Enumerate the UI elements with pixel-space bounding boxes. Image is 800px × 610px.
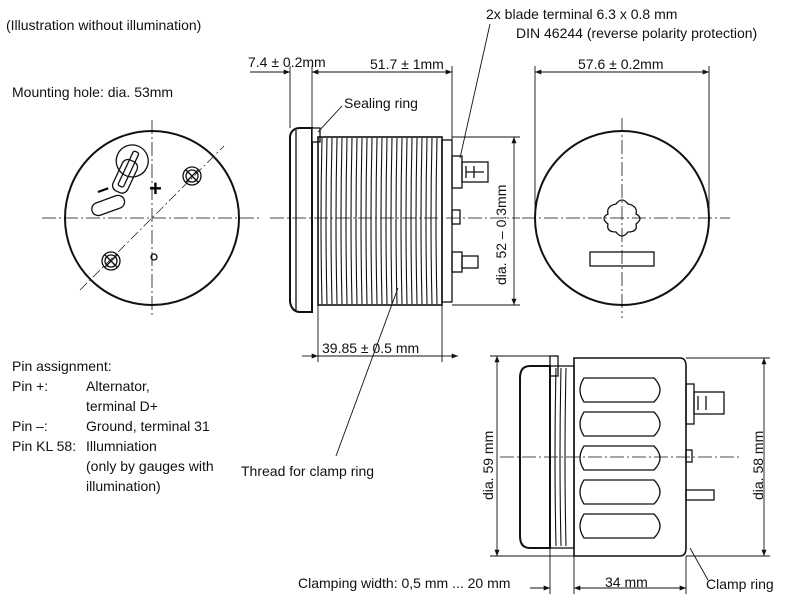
clamp-stub	[685, 449, 693, 463]
dim-clamping-width: Clamping width: 0,5 mm ... 20 mm	[298, 575, 511, 591]
pin-row: Pin –:Ground, terminal 31	[12, 418, 210, 434]
clamp-blade-lower	[685, 489, 715, 501]
thread-leader	[335, 287, 399, 457]
pin-row: Pin +:Alternator,	[12, 378, 150, 394]
blade-terminal-lower	[451, 251, 479, 273]
dim-ring-dia-58: dia. 58 mm	[750, 430, 766, 500]
clamp-fin-5	[579, 513, 661, 539]
mounting-hole-note: Mounting hole: dia. 53mm	[12, 84, 174, 100]
illustration-note: (Illustration without illumination)	[6, 17, 202, 33]
pin-assignment: Pin assignment: Pin +:Alternator, termin…	[12, 356, 214, 496]
pin-row: illumination)	[86, 478, 161, 494]
pin-row: (only by gauges with	[86, 458, 214, 474]
clamp-ring-body	[573, 357, 687, 557]
display-window	[589, 251, 655, 267]
thread-grooves	[320, 137, 438, 305]
dim-front-diameter: 57.6 ± 0.2mm	[578, 56, 664, 72]
dim-body-diameter: dia. 52 – 0.3mm	[493, 184, 509, 285]
front-flange	[289, 127, 313, 313]
pin-assignment-heading: Pin assignment:	[12, 358, 112, 374]
dim-flange-depth: 7.4 ± 0.2mm	[248, 54, 326, 70]
clamp-ring-leader	[689, 547, 709, 581]
minus-mark: –	[93, 175, 113, 203]
terminal-note-line1: 2x blade terminal 6.3 x 0.8 mm	[486, 6, 678, 22]
plus-mark: +	[149, 176, 162, 201]
front-view	[522, 118, 730, 318]
dim-ring-dia-59: dia. 59 mm	[480, 430, 496, 500]
dim-thread-length: 39.85 ± 0.5 mm	[322, 340, 420, 356]
key-terminal	[111, 144, 149, 194]
terminal-stub	[451, 209, 461, 225]
label-sealing-ring: Sealing ring	[344, 95, 418, 111]
label-clamp-ring: Clamp ring	[706, 576, 774, 592]
cross-shaft	[603, 199, 641, 237]
clamp-front-flange	[519, 365, 551, 549]
clamp-blade-upper	[693, 391, 725, 415]
rear-view	[42, 120, 262, 316]
dim-body-length: 51.7 ± 1mm	[370, 56, 444, 72]
small-hole	[150, 253, 158, 261]
clamp-fin-3	[579, 445, 661, 471]
clamp-fin-1	[579, 377, 661, 403]
clamp-fin-2	[579, 411, 661, 437]
clamp-fin-4	[579, 479, 661, 505]
clamp-ring-view	[500, 355, 740, 557]
screw-terminal-lower	[101, 251, 121, 271]
side-view	[270, 127, 520, 313]
pin-row: terminal D+	[86, 398, 158, 414]
label-thread: Thread for clamp ring	[241, 463, 375, 479]
screw-terminal-plus	[182, 166, 202, 186]
rear-cap	[441, 139, 453, 303]
terminal-note-line2: DIN 46244 (reverse polarity protection)	[516, 25, 758, 41]
pin-row: Pin KL 58:Illumniation	[12, 438, 157, 454]
dim-ring-length: 34 mm	[605, 574, 648, 590]
dimension-lines	[250, 23, 770, 594]
terminal-leader	[459, 23, 491, 159]
blade-terminal-upper	[451, 155, 489, 189]
sealing-ring-leader	[317, 105, 343, 133]
terminal-slot	[91, 194, 126, 217]
sealing-ring-shape	[311, 127, 321, 143]
